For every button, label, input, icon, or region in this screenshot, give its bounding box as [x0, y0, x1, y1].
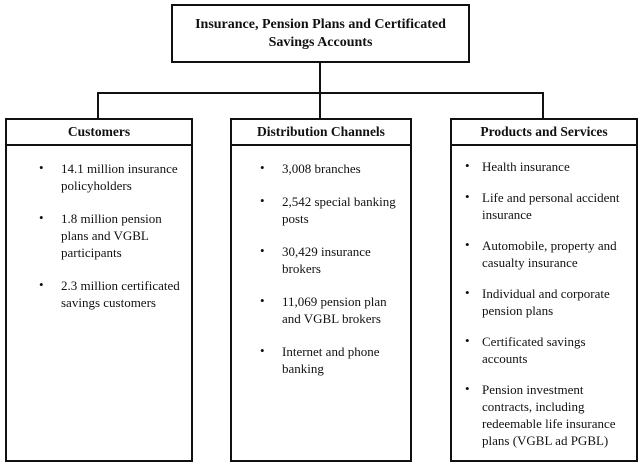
list-item-text: Certificated savings accounts — [482, 334, 586, 366]
bullet-icon: • — [260, 243, 265, 258]
bullet-icon: • — [39, 160, 44, 175]
bullet-icon: • — [39, 210, 44, 225]
list-item-text: 3,008 branches — [282, 161, 361, 176]
bullet-icon: • — [465, 285, 470, 300]
list-item: • Automobile, property and casualty insu… — [465, 237, 630, 271]
list-item-text: 1.8 million pension plans and VGBL parti… — [61, 211, 162, 260]
list-item: • 2.3 million certificated savings custo… — [39, 277, 185, 311]
list-item-text: 2.3 million certificated savings custome… — [61, 278, 180, 310]
list-item: • 14.1 million insurance policyholders — [39, 160, 185, 194]
list-item: • Life and personal accident insurance — [465, 189, 630, 223]
connector-root-stem-line — [319, 63, 321, 94]
list-item: • Certificated savings accounts — [465, 333, 630, 367]
bullet-icon: • — [465, 333, 470, 348]
list-item-text: Internet and phone banking — [282, 344, 380, 376]
list-item-text: Individual and corporate pension plans — [482, 286, 610, 318]
list-item-text: Health insurance — [482, 159, 570, 174]
list-item-text: 2,542 special banking posts — [282, 194, 396, 226]
list-item: • 2,542 special banking posts — [260, 193, 404, 227]
list-item: • Individual and corporate pension plans — [465, 285, 630, 319]
list-item: • Internet and phone banking — [260, 343, 404, 377]
list-item: • 30,429 insurance brokers — [260, 243, 404, 277]
distribution-channels-box-title: Distribution Channels — [232, 120, 410, 146]
bullet-icon: • — [465, 189, 470, 204]
customers-box-title: Customers — [7, 120, 191, 146]
list-item-text: Life and personal accident insurance — [482, 190, 620, 222]
root-box: Insurance, Pension Plans and Certificate… — [171, 4, 470, 63]
bullet-icon: • — [39, 277, 44, 292]
customers-box: Customers • 14.1 million insurance polic… — [5, 118, 193, 462]
list-item: • 1.8 million pension plans and VGBL par… — [39, 210, 185, 261]
products-services-box: Products and Services • Health insurance… — [450, 118, 638, 462]
list-item-text: 14.1 million insurance policyholders — [61, 161, 178, 193]
connector-center-drop-line — [319, 94, 321, 120]
connector-horizontal-line — [97, 92, 544, 94]
bullet-icon: • — [260, 193, 265, 208]
connector-left-drop-line — [97, 94, 99, 120]
list-item: • Health insurance — [465, 158, 630, 175]
distribution-channels-box: Distribution Channels • 3,008 branches •… — [230, 118, 412, 462]
list-item: • 3,008 branches — [260, 160, 404, 177]
list-item-text: 11,069 pension plan and VGBL brokers — [282, 294, 387, 326]
bullet-icon: • — [465, 237, 470, 252]
products-services-list: • Health insurance • Life and personal a… — [452, 146, 636, 449]
bullet-icon: • — [465, 381, 470, 396]
distribution-channels-list: • 3,008 branches • 2,542 special banking… — [232, 146, 410, 377]
list-item-text: 30,429 insurance brokers — [282, 244, 371, 276]
customers-list: • 14.1 million insurance policyholders •… — [7, 146, 191, 311]
list-item: • 11,069 pension plan and VGBL brokers — [260, 293, 404, 327]
list-item-text: Automobile, property and casualty insura… — [482, 238, 617, 270]
bullet-icon: • — [465, 158, 470, 173]
list-item-text: Pension investment contracts, including … — [482, 382, 616, 448]
bullet-icon: • — [260, 160, 265, 175]
products-services-box-title: Products and Services — [452, 120, 636, 146]
connector-right-drop-line — [542, 94, 544, 120]
bullet-icon: • — [260, 293, 265, 308]
list-item: • Pension investment contracts, includin… — [465, 381, 630, 449]
bullet-icon: • — [260, 343, 265, 358]
root-box-title: Insurance, Pension Plans and Certificate… — [195, 16, 446, 50]
